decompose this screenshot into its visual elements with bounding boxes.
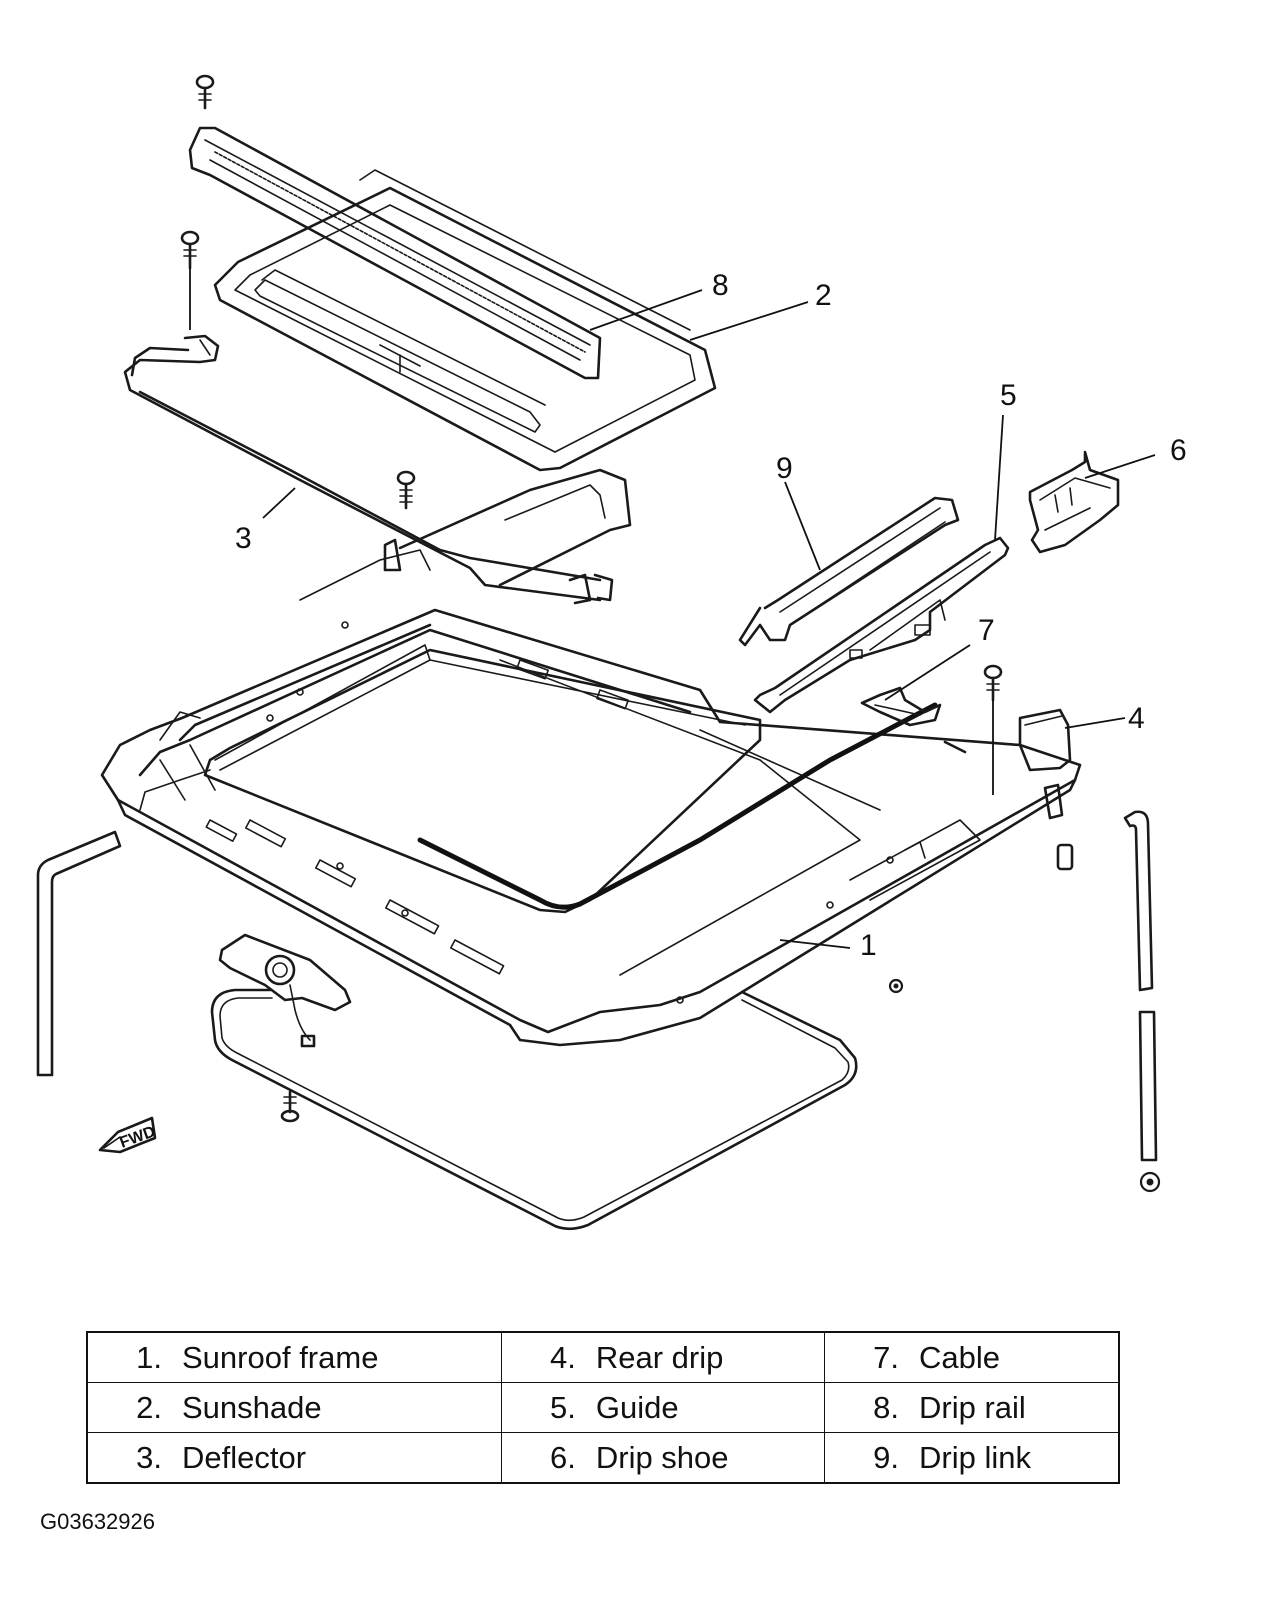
screw-top — [195, 74, 215, 110]
legend-part-name: Drip shoe — [595, 1439, 729, 1475]
screw-deflector — [180, 230, 200, 330]
screw-center — [396, 470, 416, 510]
legend-row: 1.Sunroof frame 4.Rear drip 7.Cable — [86, 1331, 1120, 1383]
drain-hose-left — [36, 830, 122, 1077]
fwd-marker-label: FWD — [118, 1123, 158, 1151]
legend-part-name: Sunshade — [182, 1389, 322, 1425]
legend-cell: 9.Drip link — [824, 1432, 1120, 1484]
legend-part-name: Drip link — [919, 1439, 1031, 1475]
legend-part-name: Deflector — [182, 1439, 307, 1475]
front-bracket-part — [383, 468, 632, 605]
callout-4: 4 — [1128, 702, 1145, 735]
screw-bottom — [280, 1090, 300, 1123]
drain-hose-right-lower — [1138, 1010, 1158, 1162]
legend-part-name: Guide — [595, 1389, 679, 1425]
legend-cell: 6.Drip shoe — [500, 1432, 826, 1484]
legend-cell: 2.Sunshade — [86, 1382, 502, 1433]
rear-drip-part — [943, 708, 1072, 820]
legend-cell: 3.Deflector — [86, 1432, 502, 1484]
fwd-arrow-icon: FWD — [98, 1116, 158, 1154]
cable-part — [417, 702, 938, 910]
callout-3: 3 — [235, 522, 252, 555]
callout-5: 5 — [1000, 379, 1017, 412]
screw-right — [983, 664, 1003, 795]
callout-8: 8 — [712, 269, 729, 302]
sunshade-part — [213, 186, 717, 472]
leader-lines — [262, 289, 1156, 949]
grommet-large — [1139, 1171, 1161, 1193]
drip-link-part — [738, 496, 960, 647]
sunroof-frame-part — [100, 549, 1082, 1047]
drip-shoe-part — [1028, 450, 1120, 554]
legend-cell: 7.Cable — [824, 1331, 1120, 1383]
drip-rail-part — [188, 126, 691, 380]
callout-6: 6 — [1170, 434, 1187, 467]
clip-part — [1056, 843, 1074, 871]
deflector-part — [123, 334, 602, 602]
legend-cell: 4.Rear drip — [500, 1331, 826, 1383]
legend-row: 2.Sunshade 5.Guide 8.Drip rail — [86, 1382, 1120, 1433]
legend-part-name: Cable — [919, 1339, 1001, 1375]
sunroof-motor-part — [218, 933, 352, 1048]
cable-bracket-part — [860, 686, 942, 727]
callout-1: 1 — [860, 929, 877, 962]
callout-2: 2 — [815, 279, 832, 312]
figure-code: G03632926 — [40, 1509, 155, 1534]
parts-legend-table: 1.Sunroof frame 4.Rear drip 7.Cable 2.Su… — [86, 1331, 1120, 1484]
legend-cell: 1.Sunroof frame — [86, 1331, 502, 1383]
legend-row: 3.Deflector 6.Drip shoe 9.Drip link — [86, 1432, 1120, 1484]
legend-part-name: Drip rail — [919, 1389, 1026, 1425]
drain-hose-right-upper — [1123, 810, 1154, 992]
legend-cell: 8.Drip rail — [824, 1382, 1120, 1433]
callout-7: 7 — [978, 614, 995, 647]
legend-part-name: Rear drip — [595, 1339, 724, 1375]
legend-cell: 5.Guide — [500, 1382, 826, 1433]
callout-numbers: 1 2 3 4 5 6 7 8 9 — [235, 269, 1187, 962]
legend-part-name: Sunroof frame — [182, 1339, 379, 1375]
callout-9: 9 — [776, 452, 793, 485]
grommet-small — [888, 978, 904, 994]
sunroof-seal-part — [210, 988, 858, 1231]
guide-part — [753, 536, 1010, 714]
exploded-parts-diagram: FWD 1 2 3 4 5 6 7 8 9 — [36, 74, 1187, 1231]
